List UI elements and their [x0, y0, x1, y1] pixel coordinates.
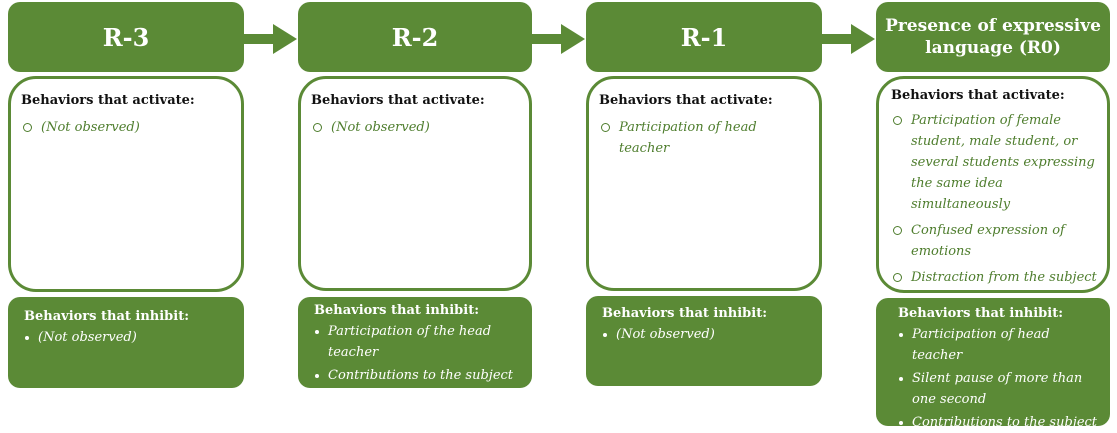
inhibit-item: Contributions to the subject — [314, 365, 520, 386]
circle-bullet-icon — [893, 226, 902, 235]
dot-bullet-icon — [899, 333, 903, 337]
activate-title: Behaviors that activate: — [599, 93, 773, 108]
inhibit-box-r0: Behaviors that inhibit: Participation of… — [876, 298, 1110, 430]
circle-bullet-icon — [23, 123, 32, 132]
activate-box-r0: Behaviors that activate: Participation o… — [876, 76, 1110, 293]
circle-bullet-icon — [893, 273, 902, 282]
activate-item: Participation of head teacher — [599, 117, 809, 159]
inhibit-title: Behaviors that inhibit: — [314, 303, 480, 318]
item-text: (Not observed) — [38, 330, 137, 345]
dot-bullet-icon — [315, 330, 319, 334]
item-text: (Not observed) — [331, 120, 430, 135]
inhibit-list: (Not observed) — [602, 324, 810, 345]
inhibit-box-r-1: Behaviors that inhibit: (Not observed) — [586, 296, 822, 386]
header-r-1: R-1 — [586, 2, 822, 72]
inhibit-item: Participation of the head teacher — [314, 321, 520, 363]
dot-bullet-icon — [315, 374, 319, 378]
item-text: Confused expression of emotions — [911, 223, 1065, 259]
item-text: Contributions to the subject — [912, 415, 1098, 430]
circle-bullet-icon — [893, 116, 902, 125]
activate-item: Distraction from the subject — [891, 267, 1099, 288]
inhibit-title: Behaviors that inhibit: — [602, 306, 768, 321]
circle-bullet-icon — [313, 123, 322, 132]
inhibit-title: Behaviors that inhibit: — [898, 306, 1064, 321]
item-text: Distraction from the subject — [911, 270, 1097, 285]
activate-list: (Not observed) — [21, 117, 231, 138]
activate-box-r-1: Behaviors that activate: Participation o… — [586, 76, 822, 291]
dot-bullet-icon — [603, 333, 607, 337]
header-r0: Presence of expressive language (R0) — [876, 2, 1110, 72]
header-r-3: R-3 — [8, 2, 244, 72]
dot-bullet-icon — [899, 421, 903, 425]
arrow-icon — [821, 24, 875, 54]
inhibit-box-r-3: Behaviors that inhibit: (Not observed) — [8, 297, 244, 388]
activate-list: (Not observed) — [311, 117, 519, 138]
item-text: Silent pause of more than one second — [912, 371, 1083, 407]
activate-list: Participation of female student, male st… — [891, 110, 1099, 288]
activate-item: (Not observed) — [311, 117, 519, 138]
item-text: (Not observed) — [616, 327, 715, 342]
inhibit-item: Participation of head teacher — [898, 324, 1102, 366]
inhibit-item: Silent pause of more than one second — [898, 368, 1102, 410]
item-text: (Not observed) — [41, 120, 140, 135]
activate-title: Behaviors that activate: — [891, 88, 1065, 103]
inhibit-item: Contributions to the subject — [898, 412, 1102, 433]
header-r-2: R-2 — [298, 2, 532, 72]
item-text: Participation of female student, male st… — [911, 113, 1095, 212]
activate-item: (Not observed) — [21, 117, 231, 138]
item-text: Participation of head teacher — [619, 120, 757, 156]
inhibit-list: (Not observed) — [24, 327, 232, 348]
dot-bullet-icon — [899, 377, 903, 381]
activate-title: Behaviors that activate: — [311, 93, 485, 108]
arrow-icon — [243, 24, 297, 54]
item-text: Participation of the head teacher — [328, 324, 492, 360]
item-text: Contributions to the subject — [328, 368, 514, 383]
activate-title: Behaviors that activate: — [21, 93, 195, 108]
activate-list: Participation of head teacher — [599, 117, 809, 159]
inhibit-title: Behaviors that inhibit: — [24, 309, 190, 324]
dot-bullet-icon — [25, 336, 29, 340]
activate-box-r-3: Behaviors that activate: (Not observed) — [8, 76, 244, 292]
activate-item: Confused expression of emotions — [891, 220, 1099, 262]
inhibit-item: (Not observed) — [602, 324, 810, 345]
item-text: Participation of head teacher — [912, 327, 1050, 363]
inhibit-box-r-2: Behaviors that inhibit: Participation of… — [298, 297, 532, 388]
activate-item: Participation of female student, male st… — [891, 110, 1099, 215]
circle-bullet-icon — [601, 123, 610, 132]
arrow-icon — [531, 24, 585, 54]
inhibit-item: (Not observed) — [24, 327, 232, 348]
activate-box-r-2: Behaviors that activate: (Not observed) — [298, 76, 532, 291]
